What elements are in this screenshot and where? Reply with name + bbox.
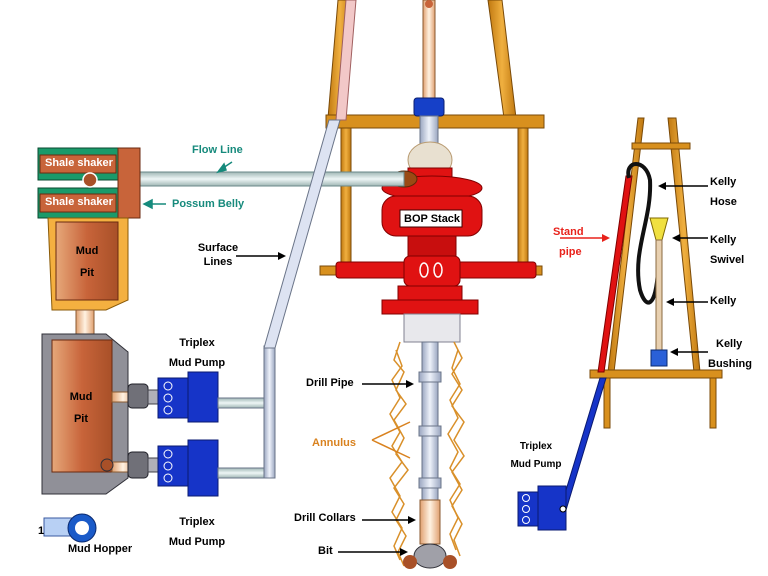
mud-hopper xyxy=(43,513,97,543)
upper-mud-pit xyxy=(47,217,129,335)
annulus-pointer xyxy=(371,421,411,459)
annulus-label: Annulus xyxy=(312,437,356,449)
drill-string xyxy=(403,341,457,569)
bop-stack xyxy=(335,141,537,343)
kelly-stem xyxy=(422,0,436,101)
kelly-hose xyxy=(626,162,660,305)
bit-label: Bit xyxy=(318,545,333,557)
triplex-mud-pump-lower xyxy=(100,439,219,497)
triplex-mud-pump-right xyxy=(517,485,567,531)
surface-lines xyxy=(217,119,341,479)
triplex-mud-pump-upper xyxy=(111,371,219,423)
flow-line xyxy=(139,171,405,187)
drill-pipe-label: Drill Pipe xyxy=(306,377,354,389)
kelly-bushing xyxy=(650,349,668,367)
hopper-number: 1 xyxy=(38,525,45,537)
shale-shaker-label-top: Shale shaker xyxy=(45,157,113,169)
shale-shaker-unit xyxy=(37,147,141,219)
kelly xyxy=(655,239,663,353)
shale-shaker-label-bottom: Shale shaker xyxy=(45,196,113,208)
mud-hopper-label: Mud Hopper xyxy=(68,543,133,555)
bop-stack-label: BOP Stack xyxy=(404,213,461,225)
kelly-swivel xyxy=(649,217,669,241)
right-derrick xyxy=(589,117,723,429)
possum-belly-label: Possum Belly xyxy=(172,198,245,210)
drill-collars-label: Drill Collars xyxy=(294,512,356,524)
kelly-label: Kelly xyxy=(710,295,737,307)
label-arrows xyxy=(142,161,708,556)
hook xyxy=(425,0,433,8)
kelly-bushing-center xyxy=(413,97,445,117)
annulus-wall xyxy=(389,341,465,567)
rotary-hose xyxy=(335,0,357,121)
flow-line-label: Flow Line xyxy=(192,144,243,156)
lower-mud-pit xyxy=(41,333,129,495)
